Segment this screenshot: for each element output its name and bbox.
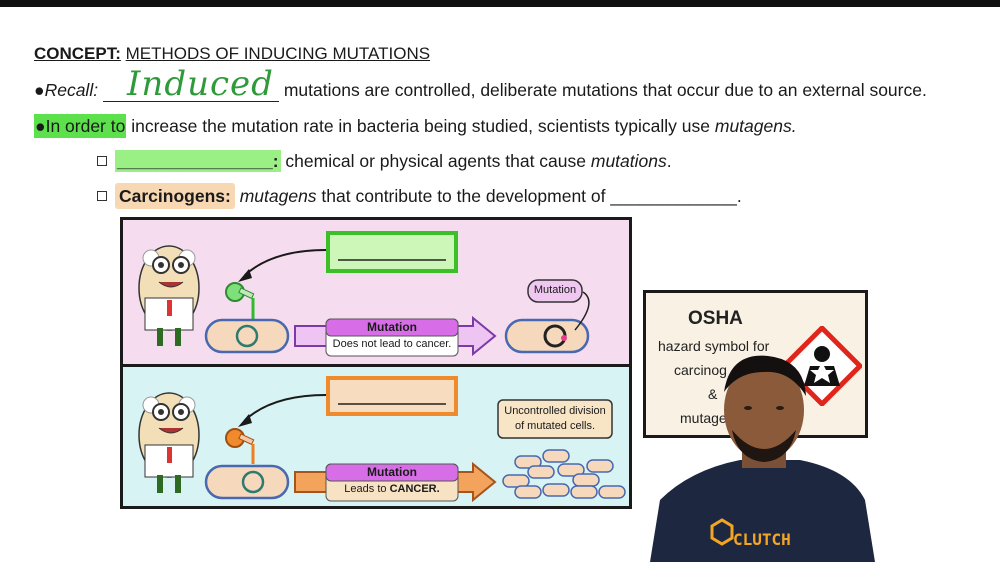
recall-blank <box>102 80 279 102</box>
mutagens-italic: mutations <box>590 151 667 171</box>
highlighted-text: In order to <box>45 116 126 136</box>
checkbox-icon <box>97 156 107 167</box>
top-arrow-sublabel: Does not lead to cancer. <box>332 338 452 350</box>
orange-answer-box <box>326 376 458 416</box>
cell-cluster-icon <box>502 449 626 499</box>
green-answer-box <box>326 231 458 273</box>
recall-line: ●Recall: mutations are controlled, delib… <box>34 80 927 102</box>
flask-icon <box>225 282 255 320</box>
concept-label: CONCEPT: <box>34 44 121 63</box>
carcinogens-definition: Carcinogens: mutagens that contribute to… <box>97 183 742 209</box>
mutated-bacterium-icon <box>504 318 590 354</box>
bottom-arrow-sublabel: Leads to CANCER. <box>344 483 440 495</box>
order-text: increase the mutation rate in bacteria b… <box>126 116 715 136</box>
carcinogens-italic: mutagens <box>239 186 317 206</box>
highlight-marker: ●In order to <box>34 114 127 138</box>
checkbox-icon <box>97 191 107 202</box>
concept-title: METHODS OF INDUCING MUTATIONS <box>125 44 431 63</box>
mutagens-text: chemical or physical agents that cause <box>280 151 591 171</box>
period: . <box>666 151 672 171</box>
top-arrow-label: Mutation <box>367 320 417 334</box>
handwritten-answer: Induced <box>127 64 274 104</box>
bacterium-icon <box>204 318 290 354</box>
osha-line-2: carcinog <box>674 362 727 378</box>
mutation-callout <box>527 279 583 303</box>
carcinogens-blank: _____________ <box>610 186 737 206</box>
bacterium-icon <box>204 464 290 500</box>
order-line: ●In order to increase the mutation rate … <box>34 114 797 138</box>
mutation-callout-label: Mutation <box>533 284 577 296</box>
presenter-video <box>650 355 875 562</box>
uncontrolled-division-callout <box>497 399 613 439</box>
scientist-icon <box>138 392 200 493</box>
bottom-arrow-label: Mutation <box>367 465 417 479</box>
carcinogens-term: Carcinogens: <box>115 183 235 209</box>
recall-text: mutations are controlled, deliberate mut… <box>283 80 927 100</box>
mutation-figure: Mutation Does not lead to cancer. Mutati… <box>120 217 632 509</box>
osha-line-3: & <box>708 386 718 402</box>
period: . <box>736 186 742 206</box>
scientist-icon <box>138 245 200 346</box>
bullet: ● <box>34 80 45 100</box>
recall-label: Recall: <box>44 80 99 100</box>
osha-line-4: mutage <box>680 410 727 426</box>
order-italic: mutagens. <box>714 116 797 136</box>
flask-icon <box>225 428 255 464</box>
carcinogens-text: that contribute to the development of <box>316 186 611 206</box>
figure-graphics <box>138 231 626 503</box>
shirt-logo: CLUTCH <box>733 530 791 549</box>
curved-arrow <box>244 394 327 421</box>
mutagens-blank: ________________: <box>115 150 281 172</box>
concept-heading: CONCEPT: METHODS OF INDUCING MUTATIONS <box>34 44 430 64</box>
top-bar <box>0 0 1000 7</box>
mutagens-definition: ________________: chemical or physical a… <box>97 150 672 172</box>
curved-arrow <box>244 249 327 276</box>
osha-line-1: hazard symbol for <box>658 338 770 354</box>
osha-title: OSHA <box>688 308 743 329</box>
